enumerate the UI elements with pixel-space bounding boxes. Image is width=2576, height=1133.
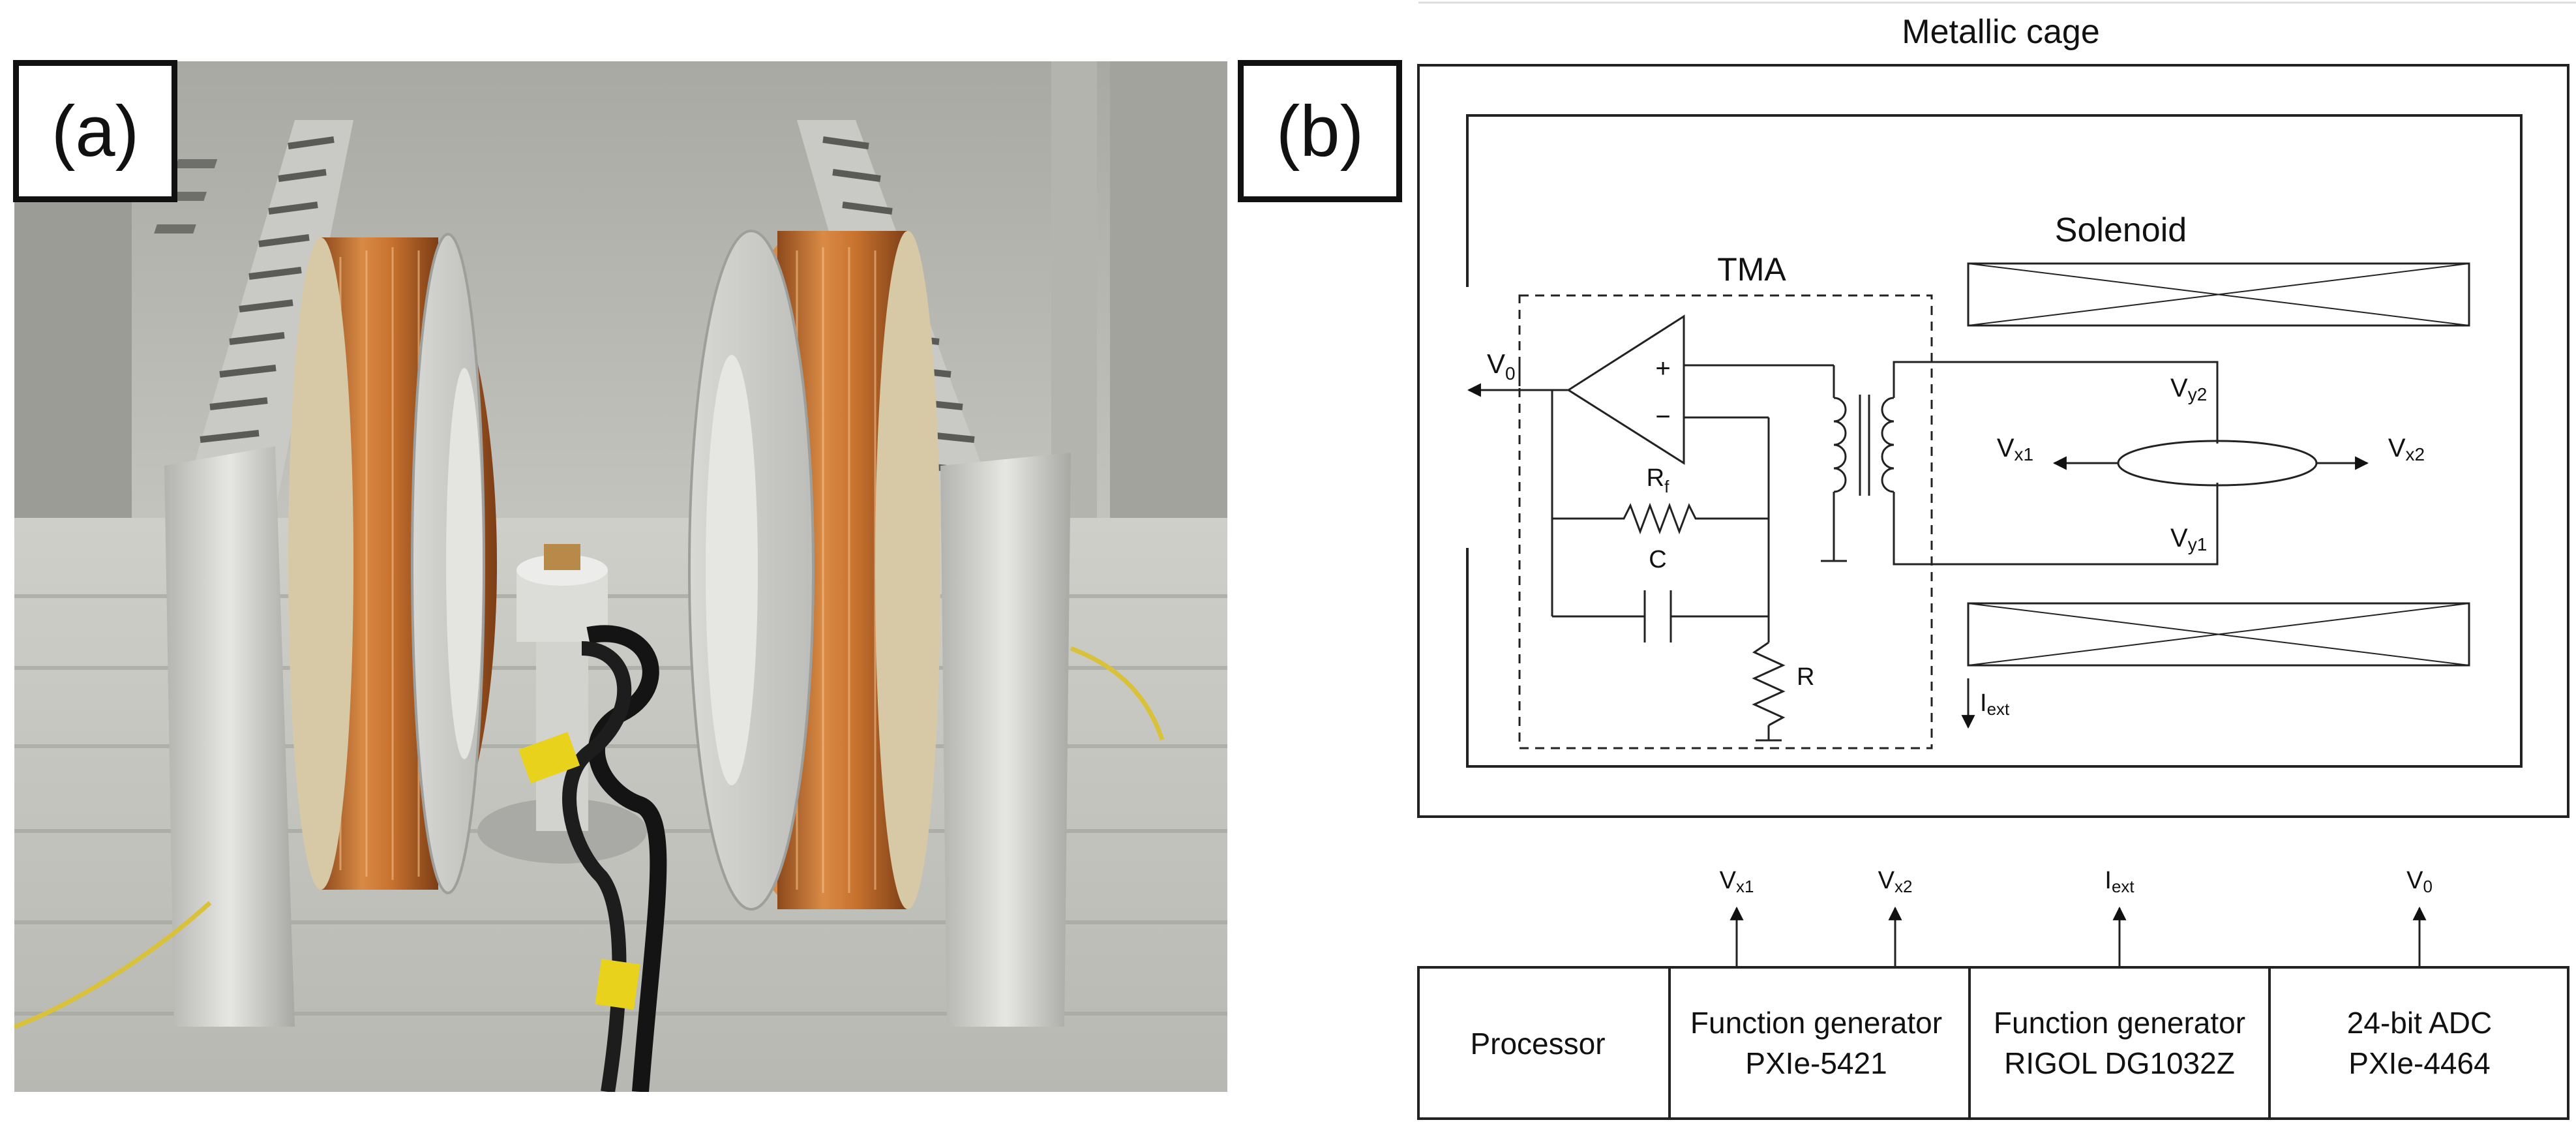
vx1-label: Vx1	[1997, 434, 2033, 464]
op-amp-minus-label: −	[1655, 402, 1670, 431]
iext-label: Iext	[1980, 689, 2010, 719]
instrument-fg2-line2: RIGOL DG1032Z	[2004, 1046, 2235, 1080]
instrument-fg1-line2: PXIe-5421	[1745, 1046, 1887, 1080]
output-v0-label: V0	[1487, 348, 1516, 384]
instrument-processor: Processor	[1470, 1027, 1605, 1061]
helmholtz-coil-photo: 10	[14, 61, 1227, 1092]
metallic-cage-outer	[1417, 64, 2569, 818]
resistor-r	[1752, 641, 1786, 727]
sensor-mount	[477, 544, 667, 1092]
signal-vx2: Vx2	[1878, 867, 1913, 896]
panel-label-a: (a)	[13, 60, 177, 202]
right-coil	[688, 120, 1071, 1027]
r-label: R	[1797, 663, 1814, 691]
metallic-cage-inner	[1466, 114, 2523, 768]
solenoid-label: Solenoid	[2055, 211, 2187, 249]
vy2-label: Vy2	[2170, 374, 2207, 404]
op-amp-symbol	[1566, 314, 1685, 465]
op-amp-plus-label: +	[1655, 354, 1670, 383]
transformer-primary	[1833, 397, 1847, 493]
cage-label: Metallic cage	[1902, 13, 2099, 51]
signal-vx1: Vx1	[1720, 867, 1754, 896]
signal-v0: V0	[2406, 867, 2433, 896]
left-coil	[154, 120, 497, 1027]
instrument-adc-line1: 24-bit ADC	[2347, 1006, 2492, 1040]
transformer-secondary	[1881, 397, 1895, 493]
vy1-label: Vy1	[2170, 524, 2207, 554]
resistor-rf	[1552, 502, 1769, 535]
c-label: C	[1649, 546, 1666, 573]
tma-label: TMA	[1717, 251, 1786, 288]
instrument-adc-line2: PXIe-4464	[2348, 1046, 2490, 1080]
instrument-rack	[1417, 966, 2569, 1120]
sensor-element	[2117, 440, 2318, 487]
rf-label: Rf	[1647, 464, 1670, 496]
vx2-label: Vx2	[2388, 434, 2425, 464]
instrument-fg1-line1: Function generator	[1690, 1006, 1942, 1040]
tma-box	[1518, 294, 1933, 749]
solenoid-top-winding	[1967, 262, 2470, 327]
solenoid-bottom-winding	[1967, 602, 2470, 667]
instrument-fg2-line1: Function generator	[1994, 1006, 2245, 1040]
signal-iext: Iext	[2104, 867, 2134, 896]
panel-label-b: (b)	[1238, 60, 1402, 202]
